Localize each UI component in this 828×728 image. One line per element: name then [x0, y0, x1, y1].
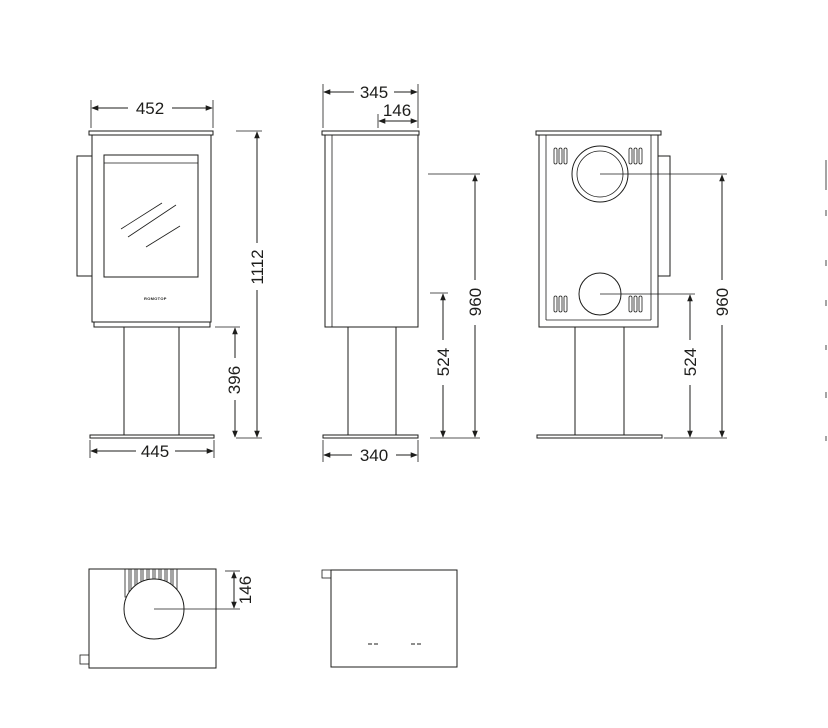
- front-side-handle: [76, 155, 93, 277]
- dim-rear-top-outlet: 960: [713, 288, 732, 316]
- dim-rear-rear-outlet: 524: [681, 348, 700, 376]
- bottom-view: [321, 569, 458, 668]
- brand-logo: ROMOTOP: [144, 296, 167, 301]
- front-top-cap: [88, 130, 214, 136]
- dim-front-width: 452: [136, 99, 164, 118]
- dim-side-top-outlet: 960: [466, 288, 485, 316]
- dim-front-height: 1112: [248, 249, 267, 284]
- side-pedestal: [347, 326, 397, 436]
- front-glass-door: [103, 154, 199, 278]
- dim-pedestal-height: 396: [225, 366, 244, 394]
- top-view: 146: [79, 568, 255, 669]
- side-view: 345 146 960 524 340: [321, 83, 485, 465]
- dim-top-flue-offset: 146: [236, 576, 255, 604]
- dim-side-base-depth: 340: [360, 446, 388, 465]
- rear-side-handle: [657, 155, 671, 277]
- front-view: ROMOTOP 452 1112 396 445: [76, 99, 267, 461]
- rear-base-plate: [536, 434, 663, 439]
- front-body: [91, 134, 212, 323]
- front-pedestal: [123, 326, 180, 436]
- front-base-plate: [89, 434, 215, 439]
- dim-side-rear-outlet: 524: [434, 348, 453, 376]
- glass-reflection: [120, 202, 163, 230]
- dim-side-flue-offset: 146: [383, 101, 411, 120]
- side-base-plate: [322, 434, 419, 439]
- rear-bottom-vents: [553, 295, 643, 313]
- side-body: [324, 134, 419, 328]
- rear-body: [538, 134, 659, 328]
- rear-top-vents: [553, 147, 643, 165]
- rear-view: 960 524: [535, 130, 732, 439]
- dim-side-depth: 345: [360, 83, 388, 102]
- bottom-body: [330, 569, 458, 668]
- dim-base-width: 445: [141, 442, 169, 461]
